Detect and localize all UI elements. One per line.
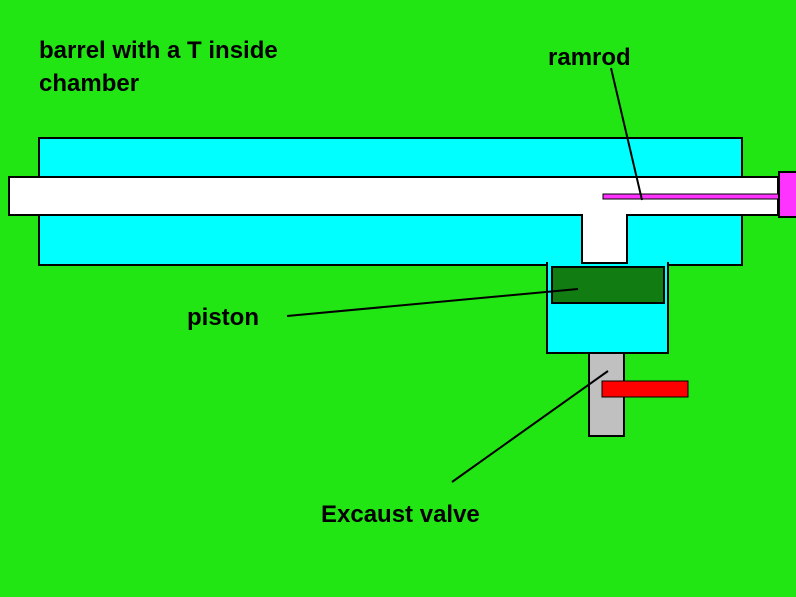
piston <box>551 266 665 304</box>
title-line-1: barrel with a T inside <box>39 37 278 64</box>
ramrod-label: ramrod <box>548 44 631 71</box>
ramrod-leader-line <box>610 67 643 201</box>
ramrod-rod <box>602 193 782 200</box>
piston-leader-line <box>286 288 579 317</box>
title-line-2: chamber <box>39 70 140 97</box>
valve-leader-line <box>451 370 609 483</box>
exhaust-valve-handle <box>601 380 689 398</box>
exhaust-valve-label: Excaust valve <box>321 501 480 528</box>
ramrod-handle <box>778 171 796 218</box>
piston-label: piston <box>187 304 259 331</box>
